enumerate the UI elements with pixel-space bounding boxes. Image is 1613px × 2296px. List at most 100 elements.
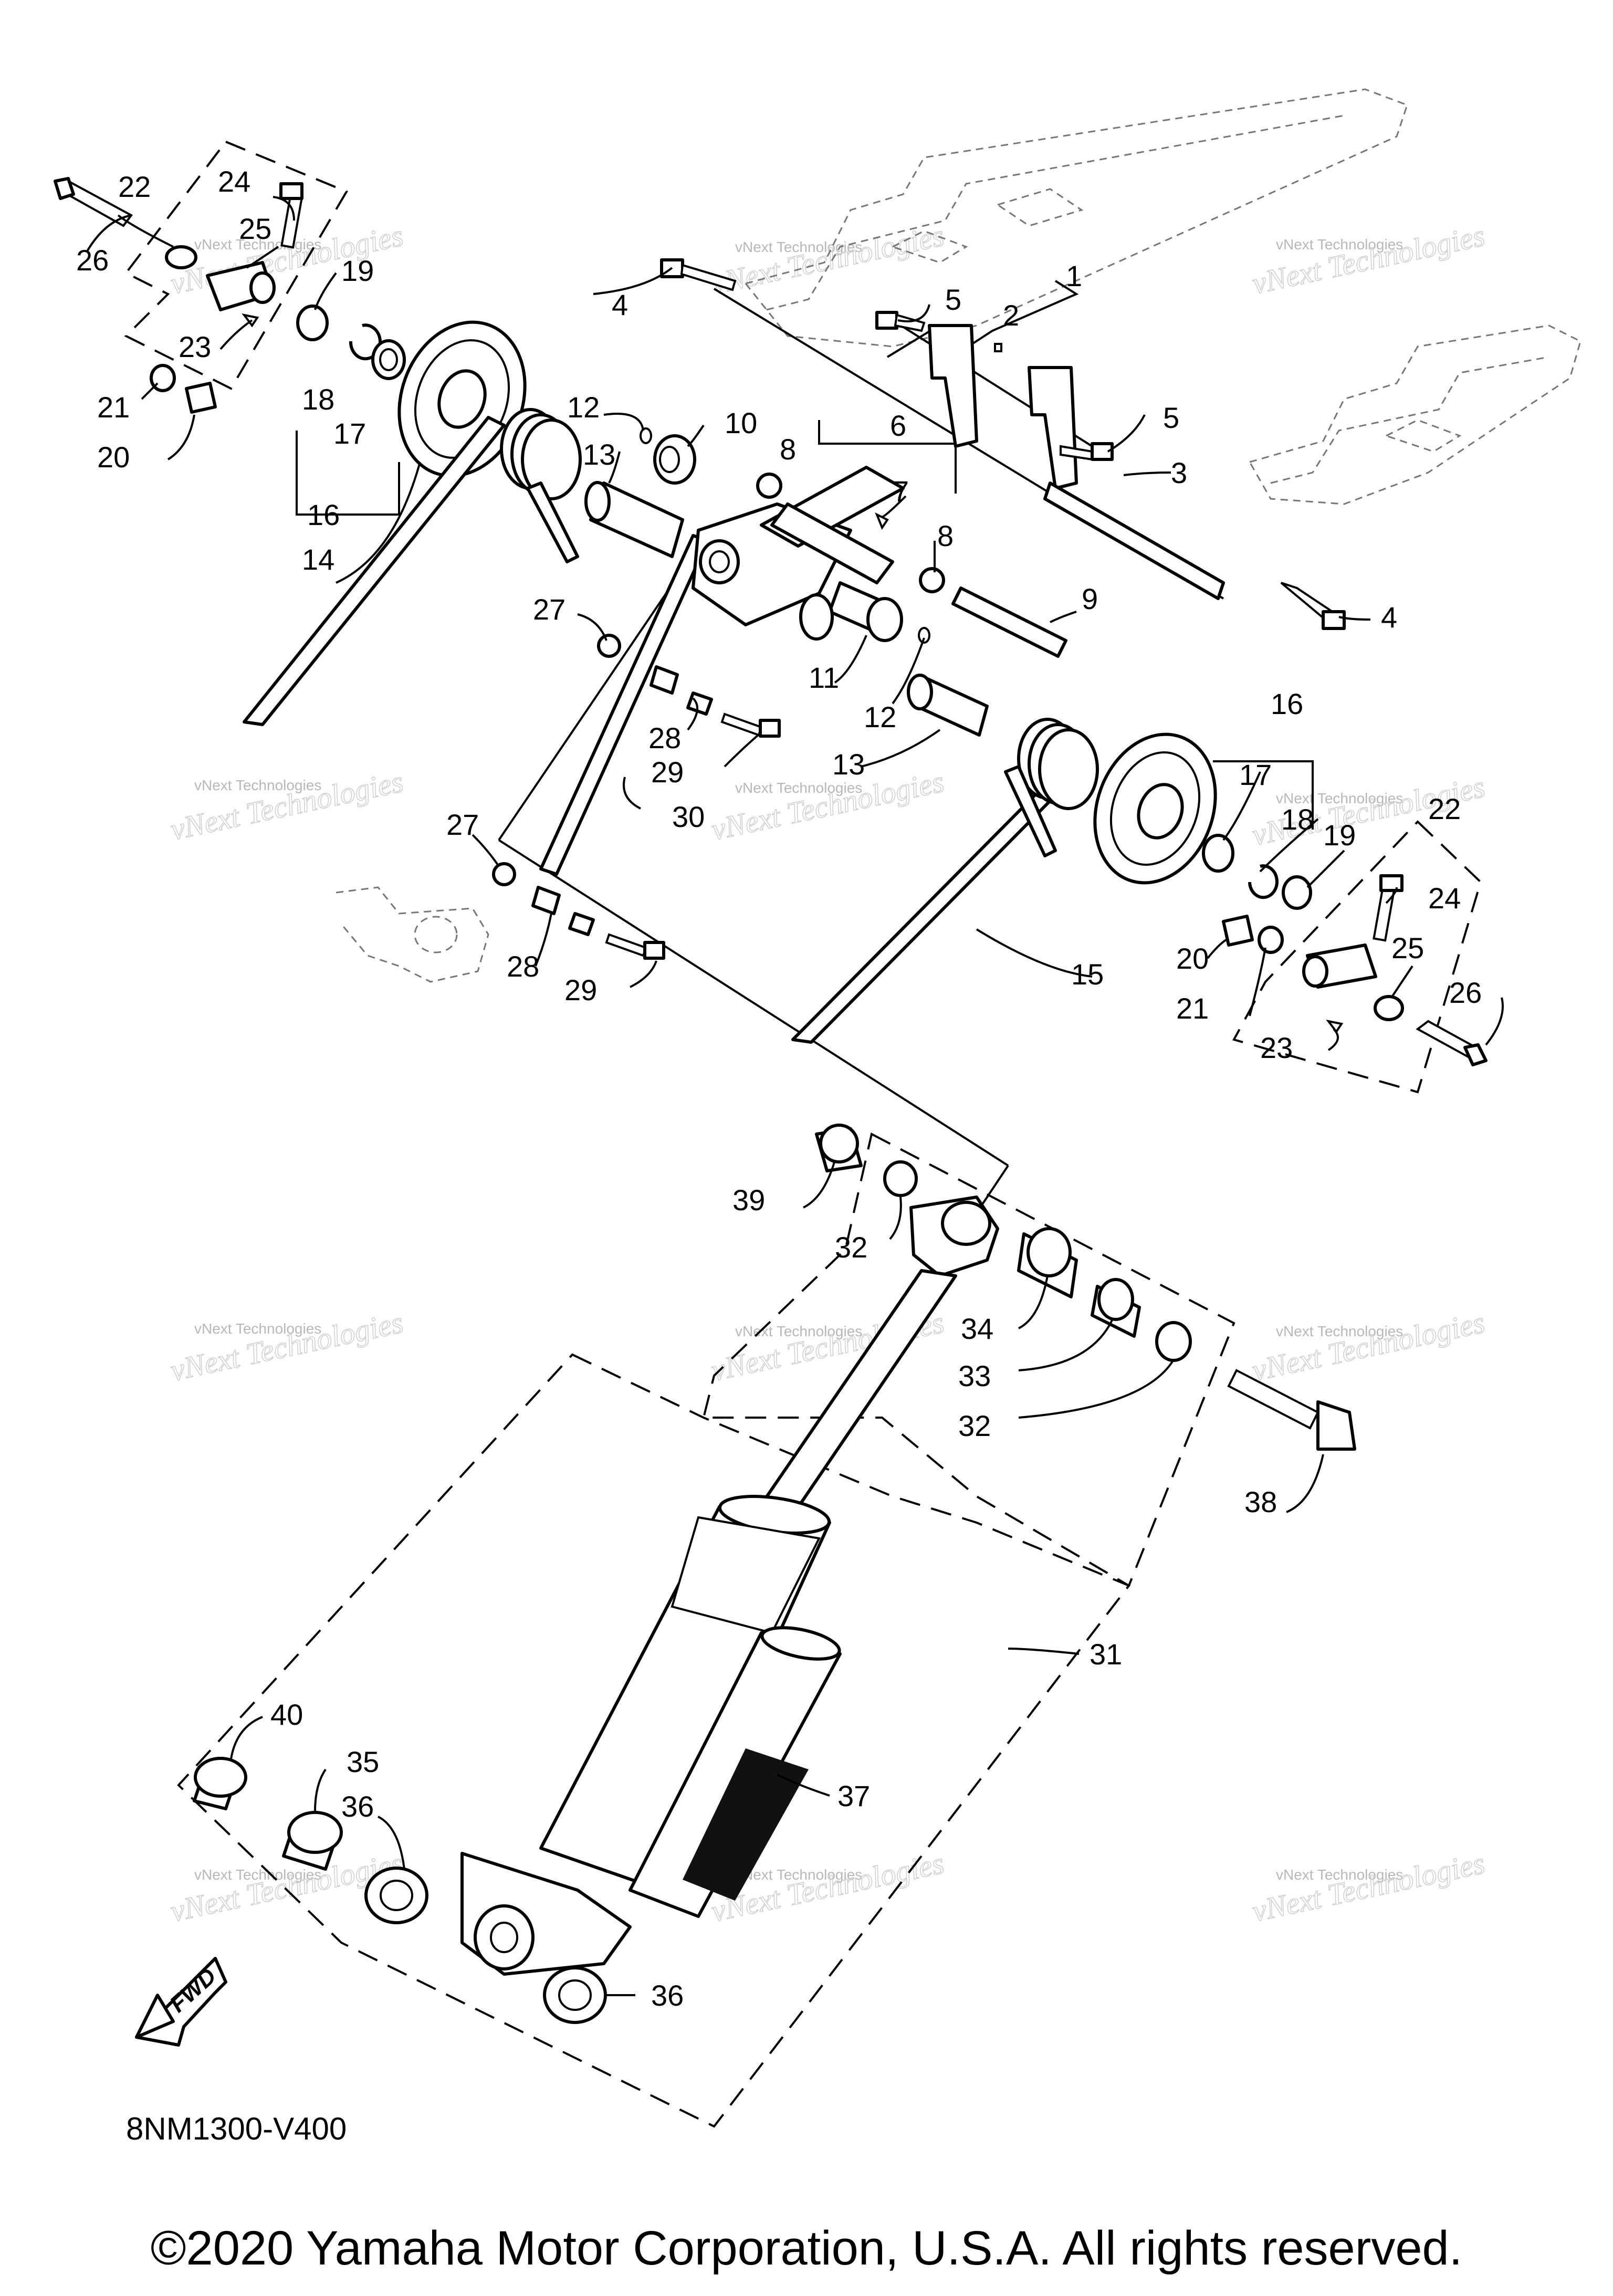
- callout-22: 22: [1428, 792, 1461, 825]
- watermark: vNext Technologies: [1276, 236, 1403, 253]
- washer-32-bottom: [1155, 1321, 1192, 1362]
- watermark-large: vNext Technologies: [1249, 1846, 1488, 1928]
- watermark: vNext Technologies: [735, 1323, 862, 1339]
- bushing-11: [866, 597, 903, 642]
- leader-lines: [86, 196, 1504, 1996]
- nut-27-bottom: [492, 862, 516, 886]
- pin-2: [994, 343, 1002, 352]
- watermark-large: vNext Technologies: [708, 218, 947, 300]
- washer-32-top: [883, 1160, 918, 1197]
- collar-20-right: [1222, 915, 1254, 947]
- bushing-8-bottom: [919, 567, 945, 593]
- circlip-18-right: [1248, 864, 1279, 899]
- nut-39: [815, 1124, 863, 1172]
- callout-25: 25: [239, 212, 271, 245]
- watermark: vNext Technologies: [1276, 790, 1403, 806]
- bolt-5-bottom: [1060, 442, 1114, 461]
- callout-11: 11: [809, 661, 839, 694]
- watermark-large: vNext Technologies: [1249, 218, 1488, 300]
- copyright-footer: ©2020 Yamaha Motor Corporation, U.S.A. A…: [150, 2221, 1463, 2275]
- callout-15: 15: [1071, 958, 1104, 991]
- bolt-26-right: [1416, 1020, 1488, 1066]
- callout-21: 21: [97, 391, 130, 424]
- bushing-36-lower: [543, 1966, 607, 2024]
- watermark-large: vNext Technologies: [708, 764, 947, 846]
- right-parts: [791, 718, 1488, 1066]
- bolt-29-top: [720, 712, 781, 738]
- callout-19: 19: [341, 254, 374, 287]
- callout-37: 37: [837, 1779, 870, 1812]
- callout-23: 23: [179, 330, 211, 363]
- collar-40: [193, 1757, 247, 1810]
- callout-22: 22: [118, 170, 151, 203]
- clamp-block-right: [1302, 943, 1377, 1034]
- callout-28: 28: [507, 950, 539, 983]
- callout-8: 8: [937, 519, 954, 552]
- callout-5: 5: [1163, 401, 1179, 434]
- bushing-36-upper: [364, 1867, 428, 1924]
- watermark: vNext Technologies: [735, 1867, 862, 1883]
- shaft-11: [799, 593, 834, 641]
- bushing-8-top: [756, 473, 782, 499]
- callout-40: 40: [270, 1698, 303, 1731]
- callout-20: 20: [97, 441, 130, 474]
- fwd-arrow-icon: FWD: [135, 1957, 227, 2047]
- watermark: vNext Technologies: [1276, 1323, 1403, 1339]
- bolt-24-right: [1373, 874, 1403, 942]
- spacer-34: [1017, 1227, 1078, 1298]
- pin-12-right: [918, 627, 930, 644]
- spring-15: [791, 718, 1099, 1044]
- nut-27-top: [597, 634, 621, 658]
- callout-4: 4: [612, 288, 628, 321]
- watermark: vNext Technologies: [735, 780, 862, 796]
- bolt-4-bottom: [1280, 582, 1346, 630]
- bolt-29-bottom: [605, 933, 665, 960]
- bearing-17-right: [1202, 834, 1234, 873]
- callout-28: 28: [648, 721, 681, 754]
- callout-9: 9: [1082, 582, 1098, 615]
- callout-6: 6: [890, 409, 906, 442]
- callout-18: 18: [302, 383, 334, 416]
- collar-28-top: [650, 665, 679, 695]
- watermark: vNext Technologies: [1276, 1867, 1403, 1883]
- watermark: vNext Technologies: [194, 1320, 321, 1337]
- callout-24: 24: [218, 165, 250, 198]
- collar-13-right: [907, 674, 989, 737]
- left-parts: [54, 177, 696, 726]
- shock-absorber: [193, 1124, 1356, 2024]
- washer-25-right: [1374, 995, 1404, 1021]
- callout-33: 33: [958, 1359, 991, 1392]
- callout-19: 19: [1323, 819, 1356, 852]
- shock-upper-eye: [909, 1196, 999, 1277]
- callout-18: 18: [1281, 803, 1314, 836]
- diagram-code: 8NM1300-V400: [126, 2111, 347, 2146]
- frame-fragment: [336, 886, 489, 983]
- callout-24: 24: [1428, 882, 1461, 915]
- washer-19-right: [1282, 875, 1312, 910]
- callout-12: 12: [567, 391, 600, 424]
- callout-25: 25: [1391, 931, 1424, 964]
- callout-38: 38: [1244, 1485, 1277, 1518]
- callout-3: 3: [1171, 456, 1187, 489]
- collar-13-left: [584, 481, 684, 558]
- callout-32: 32: [958, 1409, 991, 1442]
- callout-27: 27: [533, 593, 565, 626]
- callout-4: 4: [1381, 601, 1397, 634]
- callout-2: 2: [1003, 299, 1019, 332]
- collar-28-bottom: [531, 886, 561, 915]
- collar-20-left: [185, 382, 217, 414]
- callout-26: 26: [76, 244, 109, 277]
- callouts: 1 2 3 4 4 5 5 6 7 8 8 9 10 11 12 12 13 1…: [76, 165, 1482, 2012]
- bolt-24-left: [279, 182, 303, 249]
- callout-39: 39: [732, 1183, 765, 1217]
- callout-17: 17: [1239, 758, 1272, 791]
- watermark-large: vNext Technologies: [167, 1305, 406, 1387]
- callout-32: 32: [835, 1231, 867, 1264]
- callout-13: 13: [583, 438, 615, 471]
- callout-10: 10: [725, 406, 757, 439]
- callout-35: 35: [347, 1745, 379, 1778]
- callout-12: 12: [864, 700, 896, 733]
- callout-8: 8: [780, 433, 796, 466]
- callout-13: 13: [832, 748, 865, 781]
